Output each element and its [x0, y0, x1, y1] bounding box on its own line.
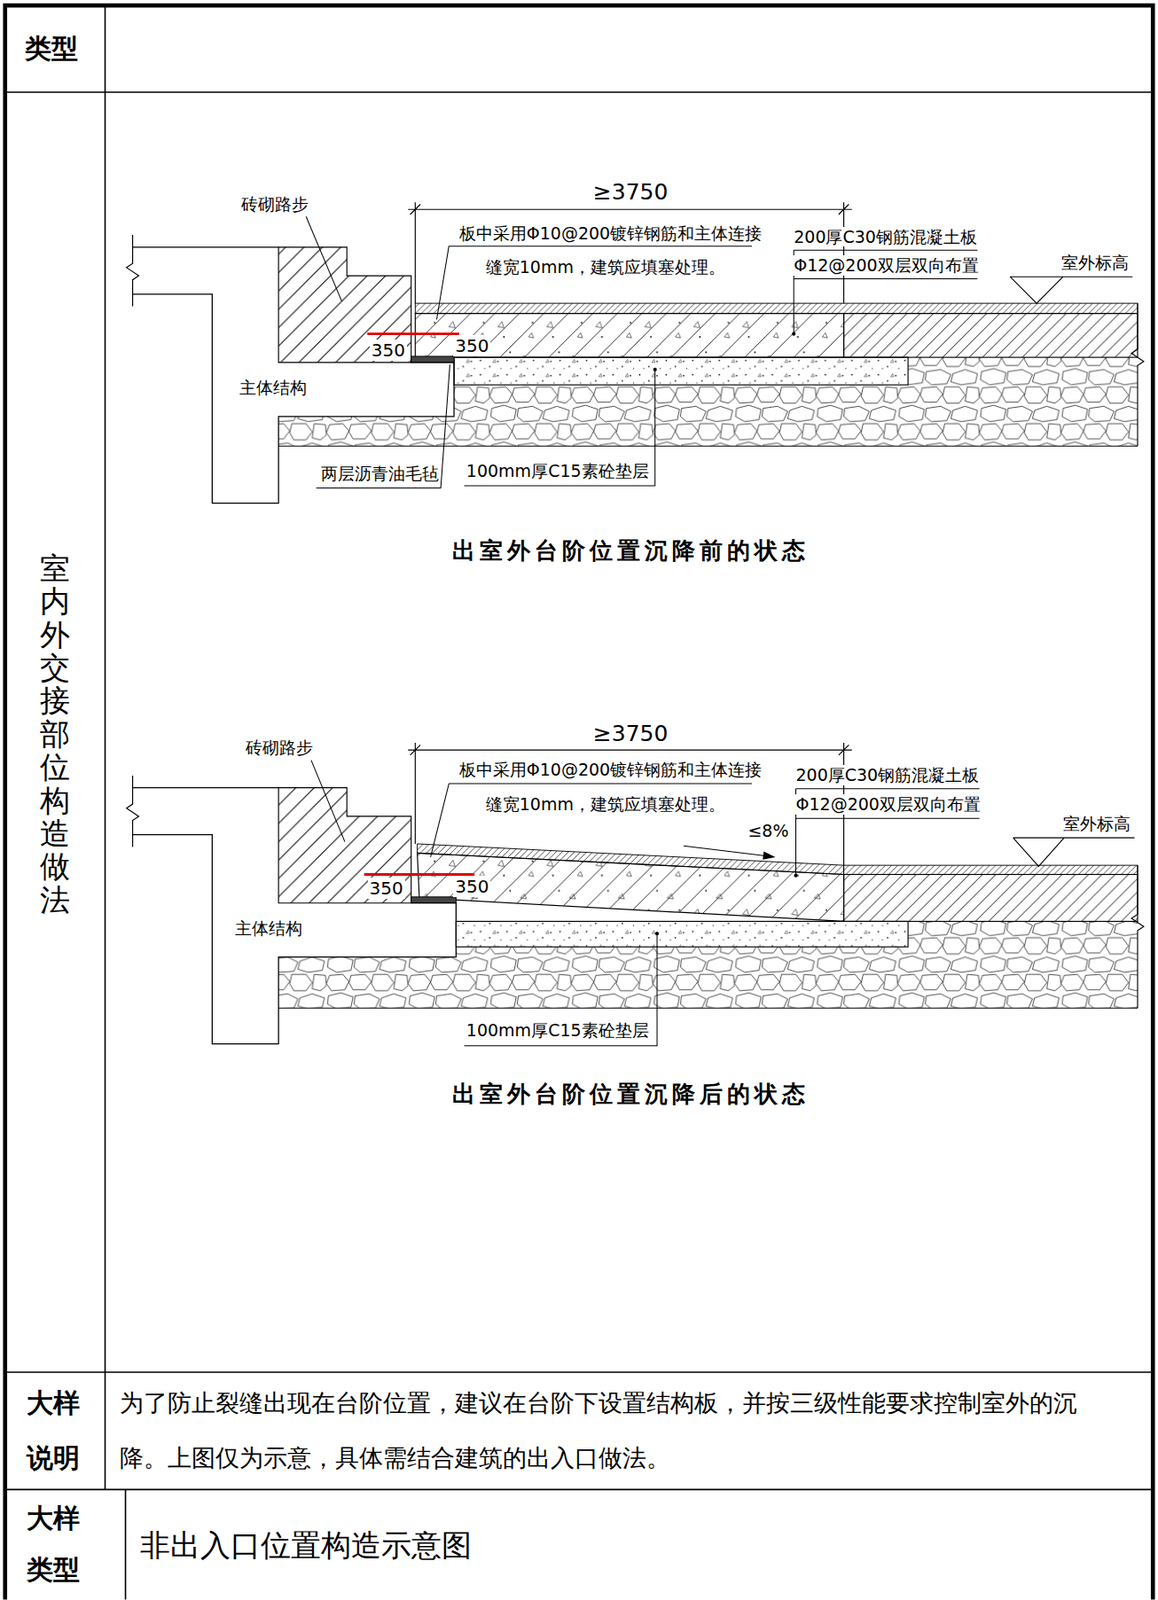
drawing-label: 100mm厚C15素砼垫层 — [464, 461, 651, 482]
paving-layer — [414, 303, 1138, 314]
drawing-label: 缝宽10mm，建筑应填塞处理。 — [484, 257, 728, 278]
leader-dot — [793, 874, 798, 878]
leader-dot — [791, 332, 796, 337]
drawing-label: 两层沥青油毛毡 — [319, 463, 441, 485]
table-column-line — [105, 5, 126, 1600]
table-cell-heading: 大样 说明 — [21, 1376, 86, 1487]
leader-line — [305, 216, 342, 302]
gravel-bottom — [278, 1008, 1138, 1010]
dimension-text: 350 — [369, 339, 407, 361]
figure-caption: 出室外台阶位置沉降前的状态 — [452, 537, 810, 565]
c15-bedding — [455, 921, 908, 947]
dimension-line — [407, 202, 853, 304]
drawing-label: 砖砌路步 — [239, 194, 311, 215]
leader-line — [464, 369, 656, 486]
c15-bedding — [453, 357, 908, 385]
asphalt-felt — [411, 356, 454, 363]
drawing-label: 主体结构 — [233, 918, 305, 939]
vertical-heading: 室内外交接部位构造做法 — [39, 552, 71, 917]
drawing-label: 室外标高 — [1061, 813, 1133, 835]
dimension-text: ≥3750 — [591, 179, 671, 206]
drawing-label: 200厚C30钢筋混凝土板 — [794, 765, 982, 786]
table-border — [5, 5, 1153, 1600]
leader-line — [316, 364, 451, 488]
gravel-fill — [278, 921, 1138, 1009]
outdoor-pavement — [844, 874, 1138, 922]
dimension-line — [407, 743, 853, 866]
gravel-fill — [278, 357, 1138, 446]
dimension-text: 350 — [367, 877, 406, 900]
drawing-label: 板中采用Φ10@200镀锌钢筋和主体连接 — [457, 759, 764, 781]
drawing-label: Φ12@200双层双向布置 — [794, 794, 983, 815]
drawing-label: 200厚C30钢筋混凝土板 — [791, 226, 979, 248]
table-cell-heading: 大样 类型 — [21, 1493, 86, 1597]
leader-dot — [653, 367, 658, 372]
level-symbol — [1009, 276, 1133, 304]
brick-step — [278, 247, 412, 363]
paving-layer — [417, 844, 845, 876]
leader-line — [464, 933, 658, 1047]
rc-slab — [414, 313, 844, 358]
drawing-label: Φ12@200双层双向布置 — [791, 255, 980, 276]
table-cell-heading: 类型 — [24, 32, 79, 65]
gravel-bottom — [278, 445, 1138, 447]
main-structure — [133, 788, 457, 1045]
leader-line — [311, 760, 345, 843]
slope-arrow — [683, 845, 767, 857]
drawing-label: 室外标高 — [1059, 252, 1131, 274]
break-symbol — [1131, 865, 1144, 1009]
drawing-label: 砖砌路步 — [243, 737, 315, 759]
slope-text: ≤8% — [745, 821, 791, 842]
drawing-label: 缝宽10mm，建筑应填塞处理。 — [484, 794, 728, 815]
figure-caption: 出室外台阶位置沉降后的状态 — [452, 1080, 810, 1109]
break-symbol — [126, 775, 140, 848]
drawing-label: 100mm厚C15素砼垫层 — [464, 1020, 651, 1041]
table-row-line — [5, 92, 1153, 1490]
red-mark-line — [367, 332, 460, 336]
dimension-text: 350 — [453, 335, 491, 357]
note-paragraph: 为了防止裂缝出现在台阶位置，建议在台阶下设置结构板，并按三级性能要求控制室外的沉… — [119, 1376, 1096, 1487]
leader-line — [436, 246, 752, 321]
paving-layer — [844, 865, 1138, 875]
dimension-text: ≥3750 — [591, 720, 671, 748]
drawing-label: 板中采用Φ10@200镀锌钢筋和主体连接 — [457, 223, 764, 244]
brick-step — [278, 788, 412, 904]
slope-arrowhead — [762, 852, 775, 861]
outdoor-pavement — [844, 313, 1138, 358]
break-symbol — [1131, 303, 1144, 446]
drawing-label: 主体结构 — [237, 377, 309, 399]
leader-line — [430, 783, 752, 858]
leader-dot — [655, 931, 659, 936]
main-structure — [133, 247, 454, 504]
dimension-text: 350 — [453, 876, 491, 898]
level-symbol — [1013, 837, 1135, 867]
asphalt-felt — [411, 897, 457, 904]
break-symbol — [126, 234, 140, 307]
detail-type-title: 非出入口位置构造示意图 — [140, 1527, 472, 1565]
